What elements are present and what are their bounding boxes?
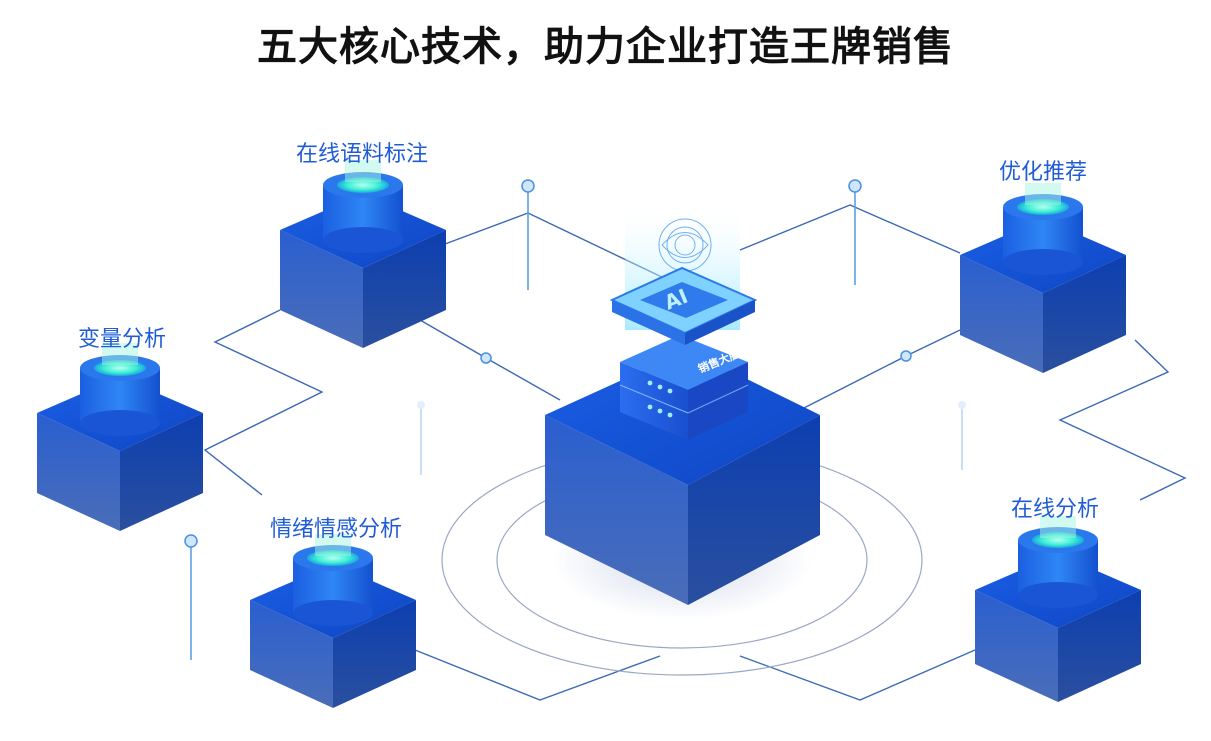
light-pins [184, 179, 966, 660]
node-label-emotion-analysis: 情绪情感分析 [269, 517, 403, 542]
node-cube-2 [960, 183, 1126, 373]
node-cube-1 [280, 160, 446, 348]
connection-lines [203, 204, 1187, 701]
node-label-optimized-recommendation: 优化推荐 [998, 160, 1088, 185]
line-right-top [739, 204, 961, 254]
node-cube-5 [975, 516, 1141, 702]
node-label-online-corpus-annotation: 在线语料标注 [295, 142, 429, 167]
line-center-right [799, 329, 961, 411]
line-right-mid [1058, 339, 1187, 501]
line-left-mid [203, 309, 324, 496]
line-bottom-right [739, 649, 976, 701]
server-stack: 销售大脑 [619, 335, 749, 440]
node-label-variable-analysis: 变量分析 [77, 327, 167, 352]
node-label-online-analysis: 在线分析 [1010, 497, 1100, 522]
ai-chip: AI [609, 266, 758, 345]
page-title: 五大核心技术，助力企业打造王牌销售 [257, 24, 954, 70]
node-cube-4 [250, 534, 416, 708]
node-cube-3 [37, 343, 203, 531]
line-bottom-left [414, 649, 661, 701]
